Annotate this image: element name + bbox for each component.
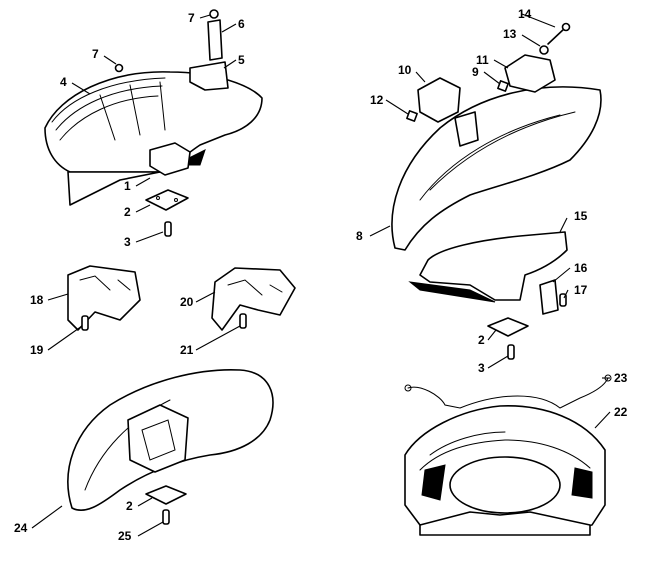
callout-15: 15 [574, 209, 588, 223]
callout-7-top: 7 [188, 11, 195, 25]
plate-2-top [145, 189, 189, 211]
clamp-1 [149, 142, 191, 176]
deflector-guard-8 [391, 86, 602, 251]
callout-2-top: 2 [124, 205, 131, 219]
callout-6: 6 [238, 17, 245, 31]
screw-19 [81, 315, 89, 331]
callout-5: 5 [238, 53, 245, 67]
callout-20: 20 [180, 295, 194, 309]
callout-2-middle: 2 [478, 333, 485, 347]
callout-3-top: 3 [124, 235, 131, 249]
housing-rib-right [571, 467, 593, 499]
callout-13: 13 [503, 27, 517, 41]
housing-opening [449, 456, 561, 514]
mount-block-11 [504, 54, 556, 93]
housing-rib-left [421, 464, 446, 501]
plate-2-middle [487, 317, 529, 337]
callout-4: 4 [60, 75, 67, 89]
callout-12: 12 [370, 93, 384, 107]
screw-3-middle [507, 344, 515, 360]
deflector-assembly-middle-right [408, 231, 568, 360]
callout-3-middle: 3 [478, 361, 485, 375]
mount-box [127, 404, 189, 473]
clamp-18 [67, 265, 141, 331]
stem-post [454, 111, 479, 147]
callout-21: 21 [180, 343, 194, 357]
callout-11: 11 [476, 53, 489, 67]
screw-3-top [164, 221, 172, 237]
callout-2-bottom: 2 [126, 499, 133, 513]
nut-12 [406, 110, 418, 122]
clamps-middle-left [67, 265, 296, 331]
deflector-assembly-bottom-left [67, 368, 274, 525]
deflector-assembly-top-right [391, 22, 602, 251]
spring-wire-23 [407, 377, 609, 409]
housing-assembly-bottom-right [404, 374, 612, 536]
mount-block-10 [417, 77, 461, 123]
deflector-underside [67, 171, 161, 206]
clamp-16 [539, 279, 559, 315]
leader-lines [31, 13, 611, 537]
deflector-assembly-top-left [44, 9, 263, 237]
screw-25 [162, 509, 170, 525]
callout-7-left: 7 [92, 47, 99, 61]
callout-23: 23 [614, 371, 628, 385]
callout-24: 24 [14, 521, 28, 535]
bracket-5 [189, 61, 229, 91]
callout-25: 25 [118, 529, 132, 543]
plate-2-bottom [145, 485, 187, 505]
nut-9 [497, 80, 509, 92]
callout-14: 14 [518, 7, 532, 21]
callout-10: 10 [398, 63, 412, 77]
screw-21 [239, 313, 247, 329]
callout-17: 17 [574, 283, 588, 297]
callout-9: 9 [472, 65, 479, 79]
screw-7-left [114, 63, 124, 73]
callout-8: 8 [356, 229, 363, 243]
deflector-guard-15 [419, 231, 568, 301]
deflector-15-shadow [408, 281, 496, 303]
bracket-6 [207, 19, 223, 61]
callout-labels: 1 2 3 4 5 6 7 7 8 9 10 11 12 13 14 15 16… [14, 7, 628, 543]
bolt-14 [547, 27, 566, 45]
clamp-20 [211, 267, 296, 331]
callout-1: 1 [124, 179, 131, 193]
callout-22: 22 [614, 405, 628, 419]
callout-16: 16 [574, 261, 588, 275]
callout-18: 18 [30, 293, 44, 307]
housing-base [419, 511, 591, 536]
screw-7-top [209, 9, 219, 19]
washer-13 [539, 45, 549, 55]
bolt-14-head [561, 22, 571, 32]
callout-19: 19 [30, 343, 44, 357]
